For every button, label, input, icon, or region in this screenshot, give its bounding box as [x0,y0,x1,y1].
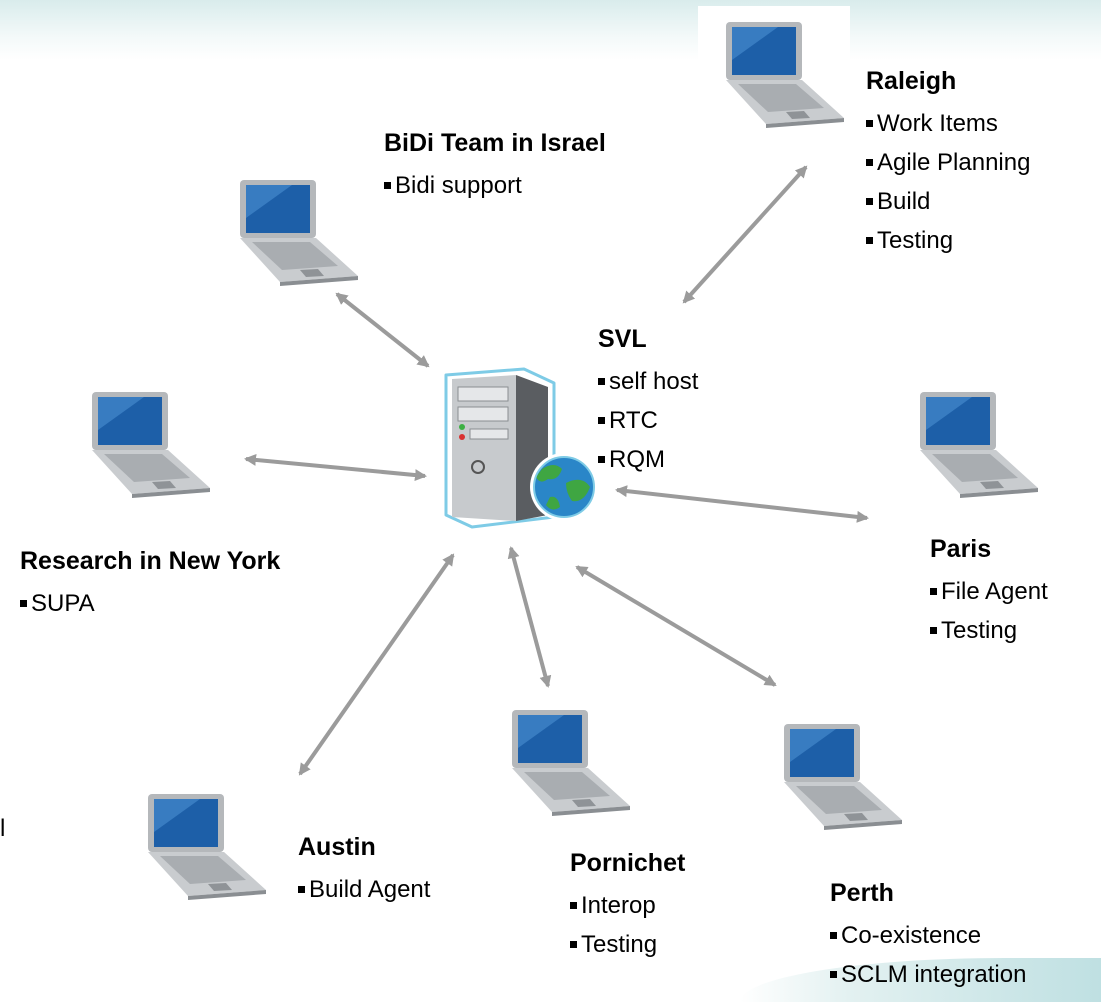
site-item: Testing [866,221,1030,260]
site-item: Build [866,182,1030,221]
hub-item: self host [598,362,698,401]
site-item: Agile Planning [866,143,1030,182]
background-header-band [0,0,1101,60]
site-name: Austin [298,833,376,861]
laptop-raleigh-icon [726,22,844,128]
server-globe-icon [444,367,598,529]
site-name: Paris [930,535,992,563]
site-pornichet: Pornichet Interop Testing [570,848,685,964]
site-raleigh: Raleigh Work Items Agile Planning Build … [866,66,1030,260]
hub-name: SVL [598,325,647,353]
site-perth: Perth Co-existence SCLM integration [830,878,1026,994]
site-item: Testing [930,611,1048,650]
site-item: File Agent [930,572,1048,611]
hub-svl: SVL self host RTC RQM [598,324,698,479]
arrow-pornichet-svl [507,546,552,688]
arrow-bidi-svl [335,292,430,368]
site-name: BiDi Team in Israel [384,129,606,157]
site-item: Interop [570,886,685,925]
arrow-paris-svl [615,485,869,523]
arrow-austin-svl [298,553,455,776]
laptop-austin-icon [148,794,266,900]
site-name: Raleigh [866,67,957,95]
site-item: Bidi support [384,166,606,205]
site-paris: Paris File Agent Testing [930,534,1048,650]
hub-item: RTC [598,401,698,440]
hub-item: RQM [598,440,698,479]
arrow-perth-svl [575,565,777,687]
site-name: Perth [830,879,894,907]
site-item: SCLM integration [830,955,1026,994]
arrow-raleigh-svl [682,165,808,304]
laptop-pornichet-icon [512,710,630,816]
site-name: Pornichet [570,849,686,877]
site-item: Build Agent [298,870,430,909]
laptop-paris-icon [920,392,1038,498]
laptop-bidi-icon [240,180,358,286]
site-newyork: Research in New York SUPA [20,546,280,623]
arrow-newyork-svl [244,453,427,482]
site-item: Work Items [866,104,1030,143]
site-item: Testing [570,925,685,964]
site-austin: Austin Build Agent [298,832,430,909]
site-bidi: BiDi Team in Israel Bidi support [384,128,606,205]
laptop-perth-icon [784,724,902,830]
site-item: SUPA [20,584,280,623]
stray-text: l [0,815,6,842]
site-item: Co-existence [830,916,1026,955]
site-name: Research in New York [20,547,281,575]
laptop-newyork-icon [92,392,210,498]
